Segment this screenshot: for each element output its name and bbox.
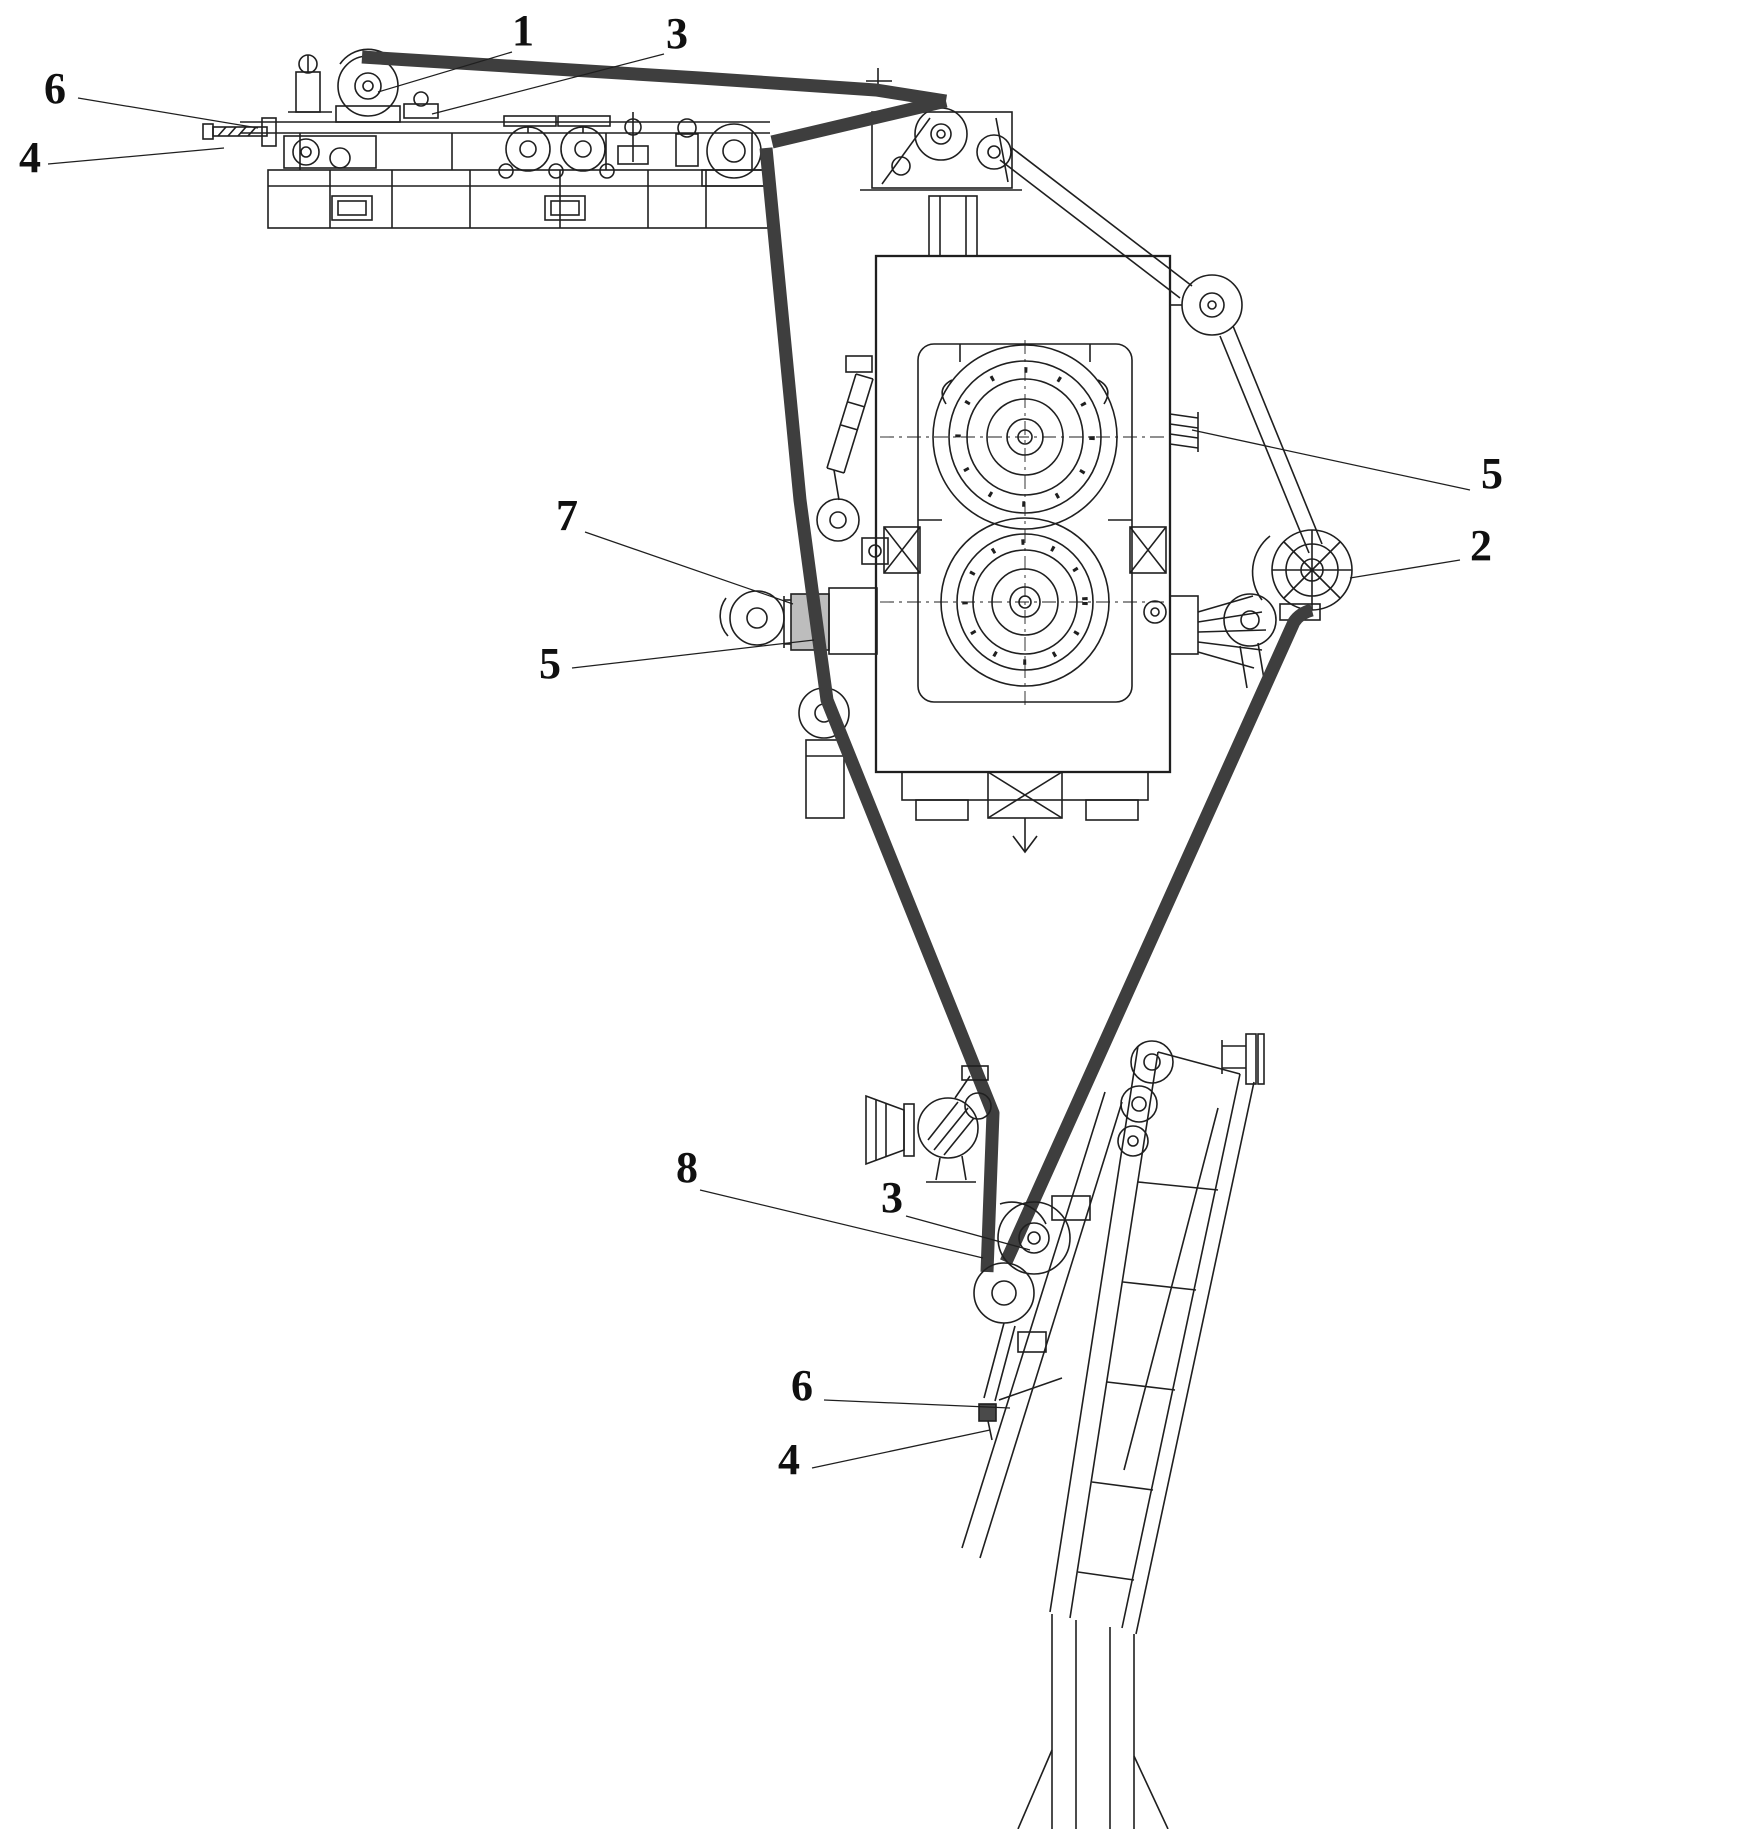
leader-3-top (431, 53, 665, 115)
leveller-rolls (498, 115, 615, 179)
callout-1: 1 (512, 6, 534, 55)
callout-6-bottom: 6 (791, 1361, 813, 1410)
strip-descent-run (759, 147, 1000, 1273)
callout-5-mid: 5 (539, 639, 561, 688)
guide-plates (1169, 412, 1199, 452)
leader-2 (1349, 559, 1461, 579)
guide-end-block (978, 1403, 997, 1422)
leader-7 (584, 531, 794, 605)
callout-labels: 1 3 6 4 5 2 7 5 8 3 6 4 (19, 6, 1503, 1484)
exit-funnel-valve (865, 1065, 992, 1183)
callout-4-left: 4 (19, 133, 41, 182)
entry-carriage (283, 135, 377, 169)
strip-path (361, 50, 1314, 1273)
leader-4-left (47, 147, 225, 165)
exit-guide (978, 1322, 1063, 1441)
hand-lever (617, 112, 649, 165)
callout-5-right: 5 (1481, 449, 1503, 498)
strip-return-run (770, 94, 948, 149)
work-roll-upper (932, 344, 1118, 530)
entry-line-machine (202, 48, 770, 229)
strip-top-run (361, 50, 948, 108)
exit-assembly (865, 1065, 1091, 1441)
entry-stand (288, 54, 332, 113)
callout-4-bottom: 4 (778, 1435, 800, 1484)
push-cylinder (826, 355, 874, 501)
leader-1 (377, 51, 513, 93)
tension-roller (1251, 529, 1353, 621)
leader-lines (47, 51, 1471, 1469)
leader-6-bottom (823, 1399, 1011, 1409)
mill-housing (874, 254, 1199, 854)
chute-rollers (1117, 1040, 1174, 1157)
strip-right-diagonal (1000, 603, 1314, 1265)
leader-5-mid (571, 639, 815, 669)
right-side-equipment (1143, 593, 1277, 689)
callout-8: 8 (676, 1143, 698, 1192)
callout-7: 7 (556, 491, 578, 540)
pinch-rolls (973, 1195, 1091, 1324)
side-guide-unit (719, 587, 878, 655)
entry-hook (403, 91, 439, 119)
strip-guide-right (999, 147, 1323, 554)
leader-4-bottom (811, 1429, 991, 1469)
chute-column (1017, 1614, 1169, 1829)
callout-3-bottom: 3 (881, 1173, 903, 1222)
callout-3-top: 3 (666, 9, 688, 58)
leader-3-bottom (905, 1215, 1031, 1251)
callout-6-left: 6 (44, 64, 66, 113)
deflector-station (860, 68, 1022, 257)
mill-base (901, 771, 1149, 854)
incline-chute (961, 1033, 1265, 1829)
entry-guide-rod (202, 117, 277, 147)
leader-6-left (77, 97, 259, 129)
chute-flange (1221, 1033, 1265, 1085)
leader-8 (699, 1189, 984, 1259)
callout-2: 2 (1470, 521, 1492, 570)
leader-5-right (1191, 429, 1471, 491)
work-roll-lower (940, 517, 1110, 687)
